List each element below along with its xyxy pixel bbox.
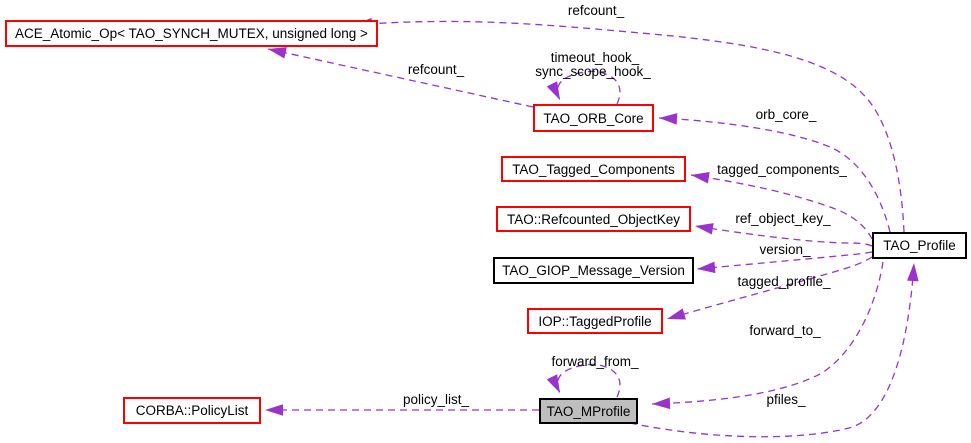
edge-label-version: version_ [759,242,811,257]
node-tao-mprofile: TAO_MProfile [539,398,638,424]
edge-label-sync-scope-hook: sync_scope_hook_ [535,64,651,79]
node-tao-giop-message-version[interactable]: TAO_GIOP_Message_Version [493,257,694,284]
edge-refcount-orb [267,47,534,108]
edge-label-pfiles: pfiles_ [766,392,806,407]
edge-label-tagged-profile: tagged_profile_ [737,274,831,289]
edge-mprofile-self-loop [546,363,621,398]
edge-label-orb-core: orb_core_ [755,107,817,122]
edge-label-forward-from: forward_from_ [551,354,639,369]
node-iop-taggedprofile[interactable]: IOP::TaggedProfile [527,308,663,334]
node-tao-profile[interactable]: TAO_Profile [872,232,967,259]
edge-orb-self-loop [546,70,621,105]
edge-label-ref-object-key: ref_object_key_ [735,211,831,226]
node-corba-policylist[interactable]: CORBA::PolicyList [123,397,261,424]
edge-tagged-profile [666,256,873,320]
edge-label-refcount-top: refcount_ [567,3,625,18]
edge-label-timeout-hook: timeout_hook_ [550,50,640,65]
node-tao-refcounted-objectkey[interactable]: TAO::Refcounted_ObjectKey [496,206,691,232]
edge-label-tagged-components: tagged_components_ [717,162,847,177]
edge-forward-to [651,261,884,410]
edge-tagged-components [690,171,873,240]
edge-ref-object-key [694,223,873,247]
edge-label-forward-to: forward_to_ [749,323,821,338]
edge-pfiles [629,262,919,438]
edge-label-policy-list: policy_list_ [402,392,470,407]
edge-refcount-top [353,17,905,233]
node-tao-orb-core[interactable]: TAO_ORB_Core [533,104,654,132]
edge-orb-core [658,113,891,233]
edge-label-refcount-orb: refcount_ [407,62,465,77]
node-tao-tagged-components[interactable]: TAO_Tagged_Components [501,156,686,182]
node-ace-atomic-op[interactable]: ACE_Atomic_Op< TAO_SYNCH_MUTEX, unsigned… [5,20,378,47]
